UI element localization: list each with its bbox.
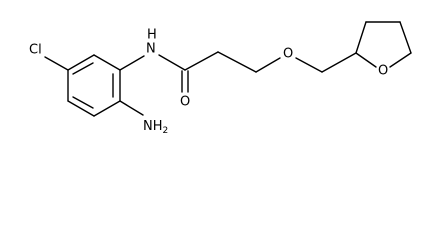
ring-bond-c2-c3-inner [72,62,94,75]
thf-bond-c5-o [389,52,412,68]
ring-bond-c4-c5 [67,100,95,117]
molecule-drawing: Cl NH2 H N O O O [29,21,412,136]
bond-ch2-ch2 [217,51,257,73]
amide-n-label: N [146,42,156,57]
ring-oxygen-label: O [378,64,388,79]
ring-bond-c2-c3 [67,54,95,71]
bond-ch2-thf [321,52,357,73]
ring-bond-c1-c2 [93,54,121,71]
bond-ch2-ether-o [255,57,281,73]
carbonyl-oxygen-label: O [180,95,190,110]
bond-ring-cl [44,56,69,71]
amine-label: NH2 [143,119,168,136]
bond-ring-nh2 [119,100,144,116]
bond-ring-n [119,55,145,71]
amide-h-label: H [147,28,157,43]
ring-bond-c5-c6 [93,100,121,117]
bond-carbonyl-ch2 [184,51,219,71]
structure-canvas: Cl NH2 H N O O O [29,21,412,136]
ether-oxygen-label: O [283,47,293,62]
ring-bond-c4-c5-inner [72,96,94,109]
thf-bond-c2-c3 [355,21,367,54]
thf-bond-o-c2 [355,52,377,68]
thf-bond-c4-c5 [399,21,412,54]
bond-ether-o-ch2 [295,57,323,73]
chlorine-label: Cl [29,43,42,58]
amine-subscript: 2 [163,126,169,136]
bond-n-carbonyl [158,54,186,71]
